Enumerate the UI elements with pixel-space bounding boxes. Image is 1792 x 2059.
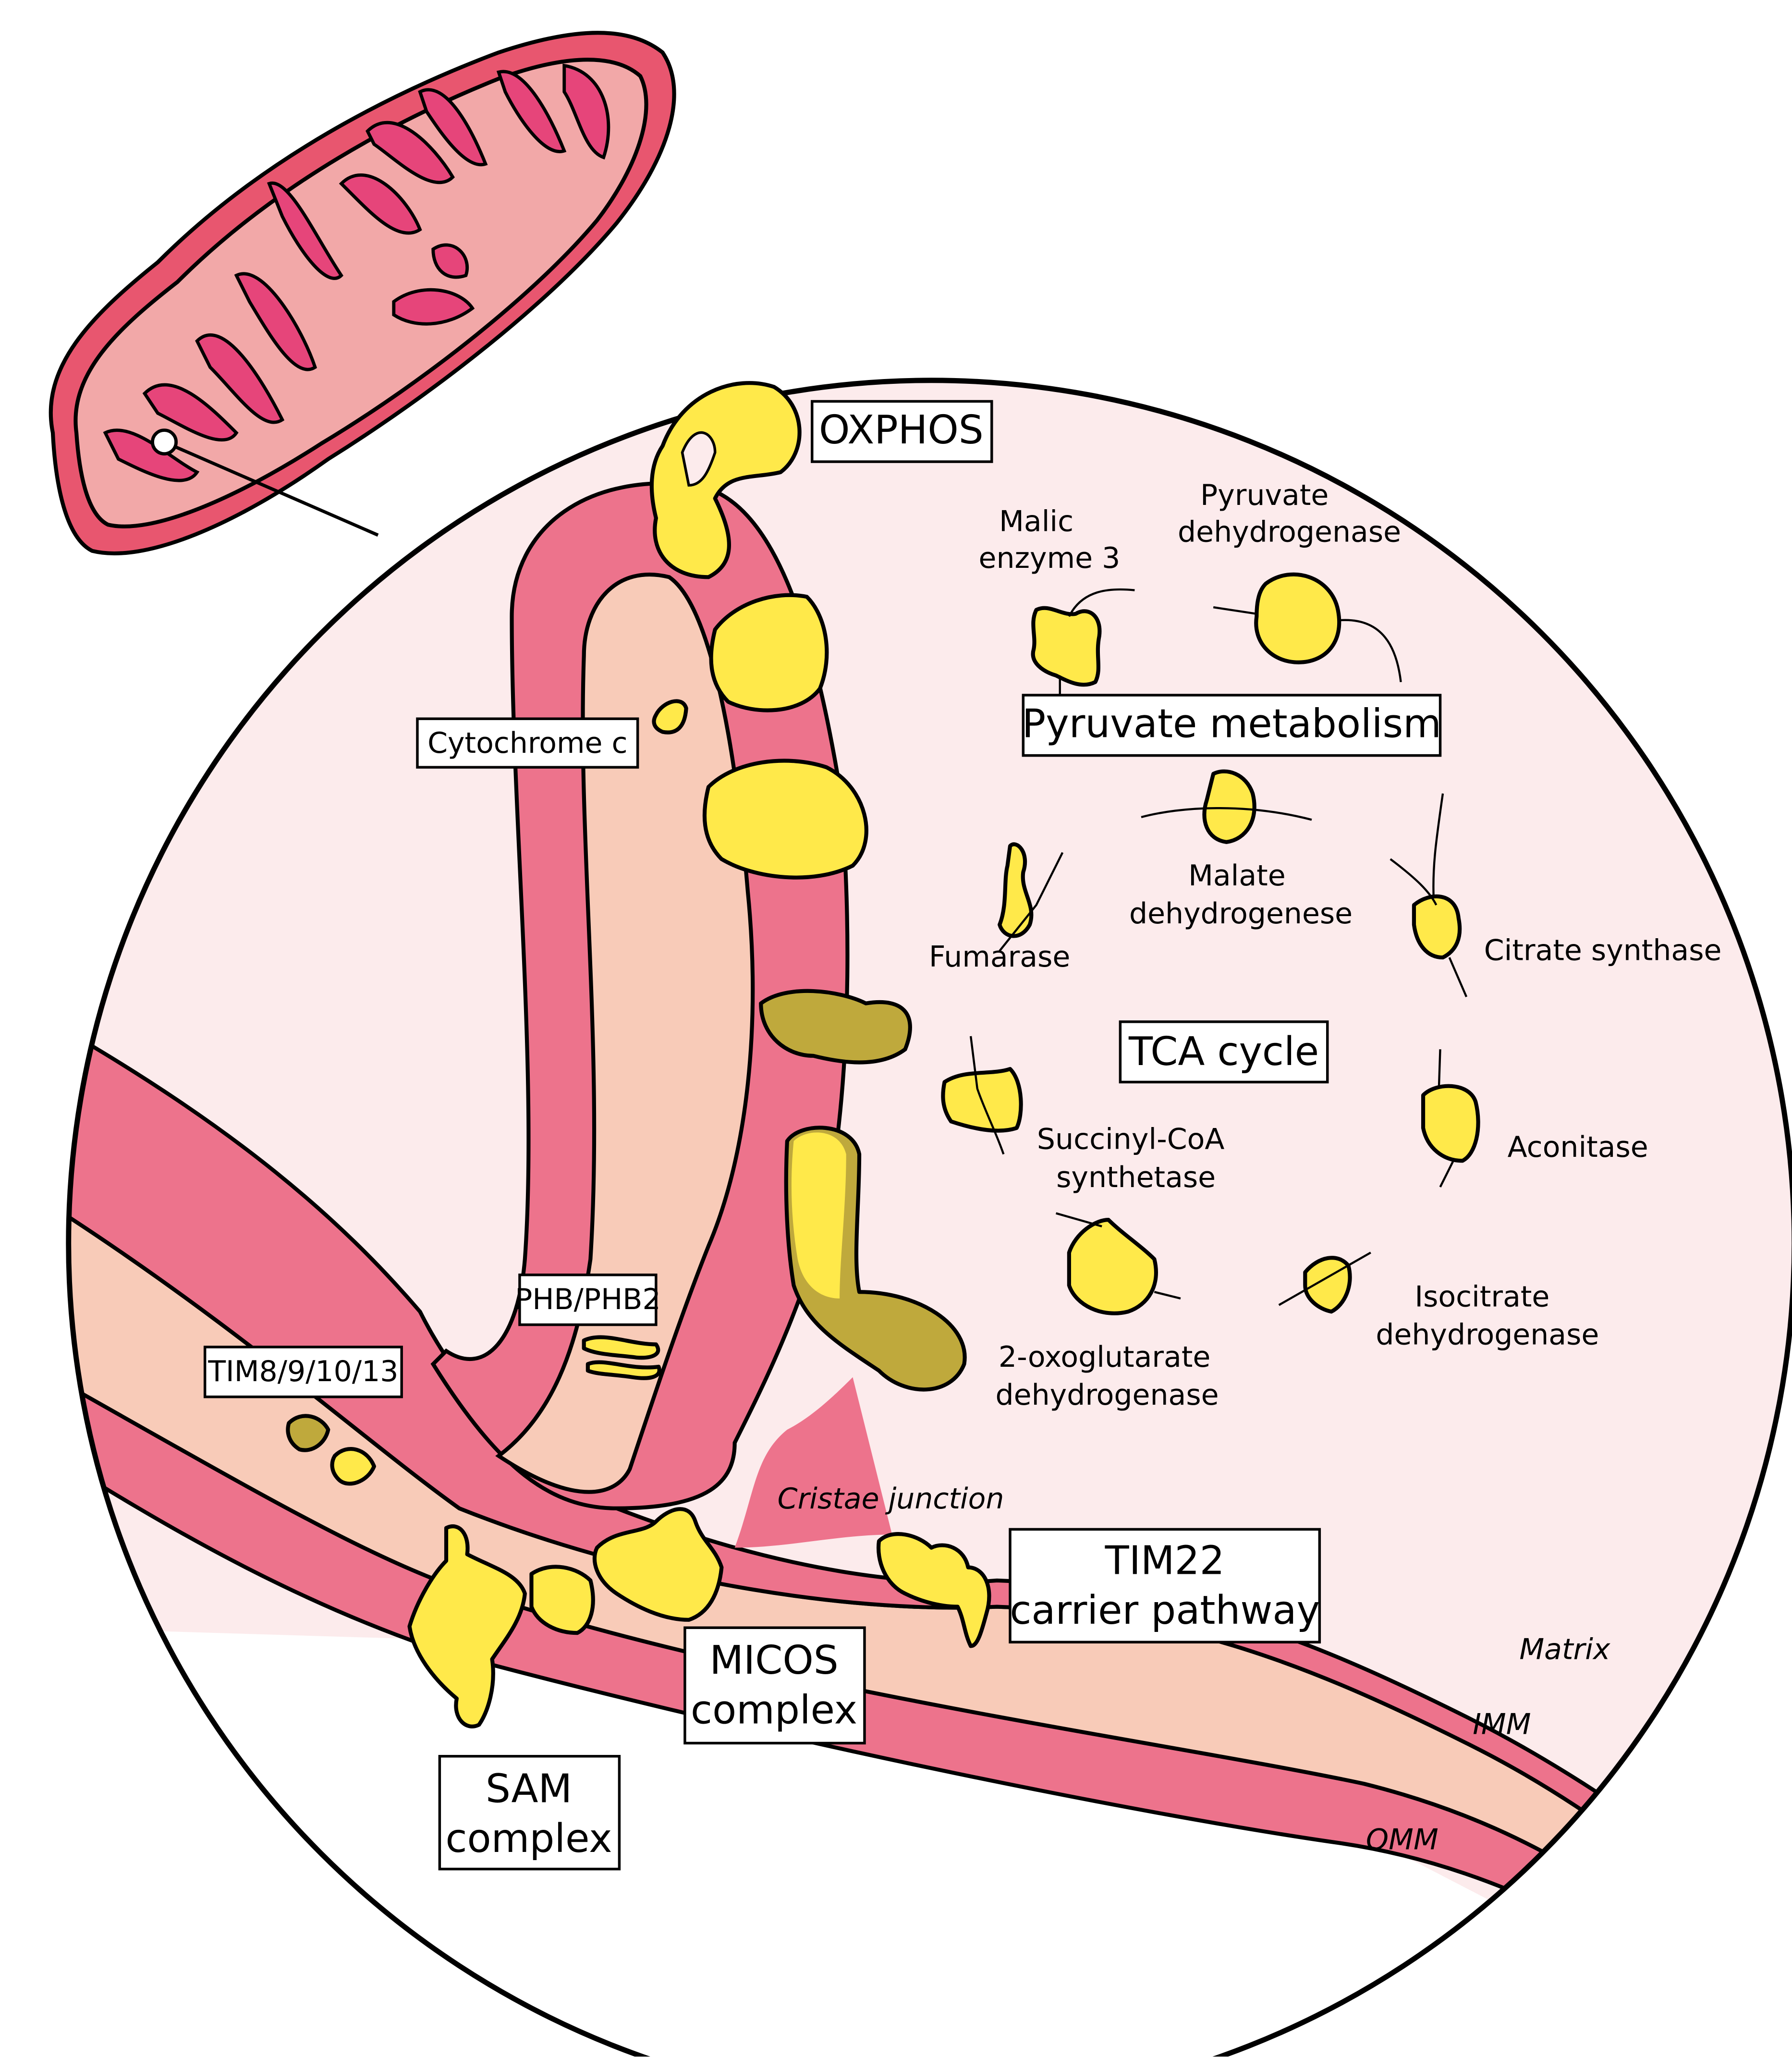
malate-dehydrogenase-protein — [1202, 769, 1256, 844]
arrow-into-aconitase — [1438, 1049, 1441, 1089]
label-matrix: Matrix — [1519, 1633, 1611, 1667]
label-fumarase: Fumarase — [929, 940, 1070, 974]
arrow-fumarase — [999, 852, 1064, 952]
label-aconitase: Aconitase — [1508, 1130, 1648, 1164]
phb-protein — [582, 1335, 660, 1360]
label-tim22: TIM22 carrier pathway — [1009, 1528, 1321, 1643]
zoom-connector-line — [163, 440, 379, 537]
label-imm: IMM — [1473, 1707, 1531, 1741]
oxphos-complex-2 — [709, 593, 829, 712]
aconitase-protein — [1421, 1084, 1480, 1163]
svg-text:complex: complex — [691, 1688, 857, 1733]
label-ogdh-line2: dehydrogenase — [996, 1378, 1219, 1412]
cytochrome-c-protein — [652, 699, 688, 735]
arrow-idh — [1278, 1251, 1371, 1306]
svg-text:SAM: SAM — [486, 1766, 572, 1812]
oxphos-complex-3 — [702, 759, 868, 880]
zoom-origin-marker — [151, 429, 178, 456]
arrow-succ — [969, 1036, 1005, 1155]
mitochondrion-overview — [49, 31, 676, 556]
label-pdh-line1: Pyruvate — [1200, 478, 1329, 512]
label-oxphos: OXPHOS — [811, 400, 993, 463]
label-succinyl-coa-line2: synthetase — [1056, 1161, 1216, 1194]
crista-lumen — [495, 573, 755, 1494]
arrow-into-cs-2 — [1432, 793, 1444, 899]
label-succinyl-coa-line1: Succinyl-CoA — [1037, 1123, 1225, 1156]
svg-text:carrier pathway: carrier pathway — [1010, 1588, 1320, 1633]
arrow-cs-out — [1448, 957, 1468, 997]
label-tca-cycle: TCA cycle — [1119, 1020, 1329, 1084]
label-cytochrome-c: Cytochrome c — [416, 717, 639, 769]
svg-text:Pyruvate metabolism: Pyruvate metabolism — [1022, 701, 1441, 747]
svg-text:TCA cycle: TCA cycle — [1128, 1029, 1319, 1075]
arrow-ogdh-out — [1055, 1212, 1102, 1227]
label-pyruvate-metabolism: Pyruvate metabolism — [1022, 694, 1442, 757]
svg-text:Cytochrome c: Cytochrome c — [427, 726, 627, 760]
label-citrate-synthase: Citrate synthase — [1484, 934, 1722, 968]
arrow-aconitase-out — [1439, 1160, 1454, 1188]
label-omm: OMM — [1366, 1823, 1438, 1857]
label-sam-complex: SAM complex — [438, 1755, 621, 1871]
labels: OXPHOS Malic enzyme 3 Pyruvate dehydroge… — [203, 400, 1722, 1871]
arrow-into-pdh — [1213, 606, 1257, 615]
label-idh-line1: Isocitrate — [1414, 1280, 1549, 1313]
oxoglutarate-dehydrogenase-protein — [1067, 1218, 1158, 1315]
label-malic-enzyme-line2: enzyme 3 — [979, 541, 1121, 575]
phb2-protein — [585, 1360, 661, 1380]
svg-text:TIM8/9/10/13: TIM8/9/10/13 — [207, 1355, 398, 1388]
pyruvate-dehydrogenase-protein — [1254, 572, 1341, 664]
malic-enzyme-protein — [1031, 606, 1102, 687]
isocitrate-dehydrogenase-protein — [1303, 1256, 1352, 1314]
fumarase-protein — [998, 842, 1034, 938]
label-cristae-junction: Cristae junction — [778, 1482, 1004, 1516]
oxphos-complex-4 — [759, 989, 912, 1065]
svg-text:MICOS: MICOS — [709, 1638, 838, 1683]
sam-complex-protein — [407, 1524, 527, 1728]
arrow-into-cs — [1390, 858, 1438, 906]
svg-text:complex: complex — [446, 1816, 612, 1862]
reaction-arrows — [969, 588, 1468, 1306]
cytosol-region — [68, 1626, 1792, 2057]
svg-text:PHB/PHB2: PHB/PHB2 — [515, 1283, 661, 1316]
arrow-malic-enzyme — [1068, 588, 1135, 617]
citrate-synthase-protein — [1412, 894, 1462, 960]
arrow-pdh-out — [1338, 619, 1402, 682]
zoom-circle — [66, 378, 1792, 2059]
label-malic-enzyme-line1: Malic — [999, 505, 1073, 539]
oxphos-cavity — [681, 431, 717, 487]
label-micos-complex: MICOS complex — [683, 1626, 866, 1745]
label-mdh-line1: Malate — [1188, 859, 1286, 893]
label-tim8-9-10-13: TIM8/9/10/13 — [203, 1346, 403, 1398]
oxphos-complex-1 — [649, 381, 802, 579]
label-ogdh-line1: 2-oxoglutarate — [999, 1340, 1210, 1374]
svg-text:OXPHOS: OXPHOS — [819, 407, 984, 453]
arrow-mdh — [1141, 807, 1312, 821]
micos-complex-protein — [592, 1507, 724, 1622]
label-pdh-line2: dehydrogenase — [1178, 515, 1401, 549]
label-idh-line2: dehydrogenase — [1376, 1318, 1599, 1351]
zoom-circle-outline — [66, 378, 1792, 2059]
mitochondrion-cristae — [103, 63, 610, 482]
label-phb: PHB/PHB2 — [515, 1274, 661, 1326]
tim8-9-10-13-protein — [286, 1414, 330, 1452]
svg-text:TIM22: TIM22 — [1105, 1538, 1225, 1583]
arrow-into-ogdh — [1154, 1291, 1181, 1300]
tim22-protein — [877, 1532, 991, 1648]
proteins — [286, 381, 1480, 1728]
label-mdh-line2: dehydrogenese — [1129, 897, 1353, 931]
